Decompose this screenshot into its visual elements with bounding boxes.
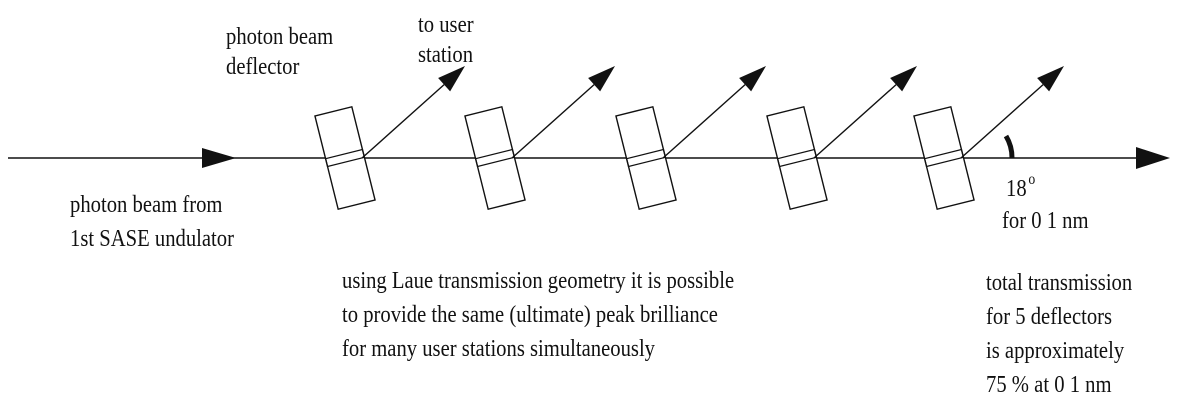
deflector-beam-slot — [625, 148, 667, 168]
beam-arrowhead-incoming — [202, 148, 236, 168]
deflector-2 — [464, 105, 526, 211]
note-line3: for many user stations simultaneously — [342, 336, 655, 362]
deflected-beam-arrowhead — [1037, 66, 1064, 92]
deflector-5 — [913, 105, 975, 211]
total-transmission-line2: for 5 deflectors — [986, 304, 1113, 330]
deflector-beam-slot — [776, 148, 818, 168]
deflected-beam-line — [960, 84, 1044, 159]
deflected-beam-arrowhead — [438, 66, 465, 92]
deflectors-group — [314, 66, 1064, 211]
source-label-line1: photon beam from — [70, 192, 223, 218]
source-label-line2: 1st SASE undulator — [70, 226, 234, 252]
deflected-beam-arrowhead — [890, 66, 917, 92]
deflector-label-line2: deflector — [226, 54, 300, 80]
angle-value: 18 — [1006, 176, 1027, 202]
total-transmission-line4: 75 % at 0 1 nm — [986, 372, 1112, 398]
beam-arrowhead-end — [1136, 147, 1170, 169]
user-station-label-line1: to user — [418, 12, 474, 38]
deflected-beam-arrowhead — [739, 66, 766, 92]
deflector-beam-slot — [474, 148, 516, 168]
note-line2: to provide the same (ultimate) peak bril… — [342, 302, 718, 328]
deflector-4 — [766, 105, 828, 211]
deflected-beam-line — [662, 84, 746, 159]
deflector-beam-slot — [324, 148, 366, 168]
deflector-1 — [314, 105, 376, 211]
deflector-3 — [615, 105, 677, 211]
user-station-label-line2: station — [418, 42, 474, 68]
total-transmission-line1: total transmission — [986, 270, 1133, 296]
deflected-beam-arrowhead — [588, 66, 615, 92]
deflector-beam-slot — [923, 148, 965, 168]
note-line1: using Laue transmission geometry it is p… — [342, 268, 735, 294]
angle-arc — [1003, 134, 1015, 159]
angle-degree-symbol: o — [1028, 171, 1036, 188]
deflected-beam-line — [511, 84, 595, 159]
total-transmission-line3: is approximately — [986, 338, 1125, 364]
deflected-beam-line — [813, 84, 897, 159]
angle-wavelength-label: for 0 1 nm — [1002, 208, 1089, 234]
deflected-beam-line — [361, 84, 445, 159]
deflector-label-line1: photon beam — [226, 24, 334, 50]
